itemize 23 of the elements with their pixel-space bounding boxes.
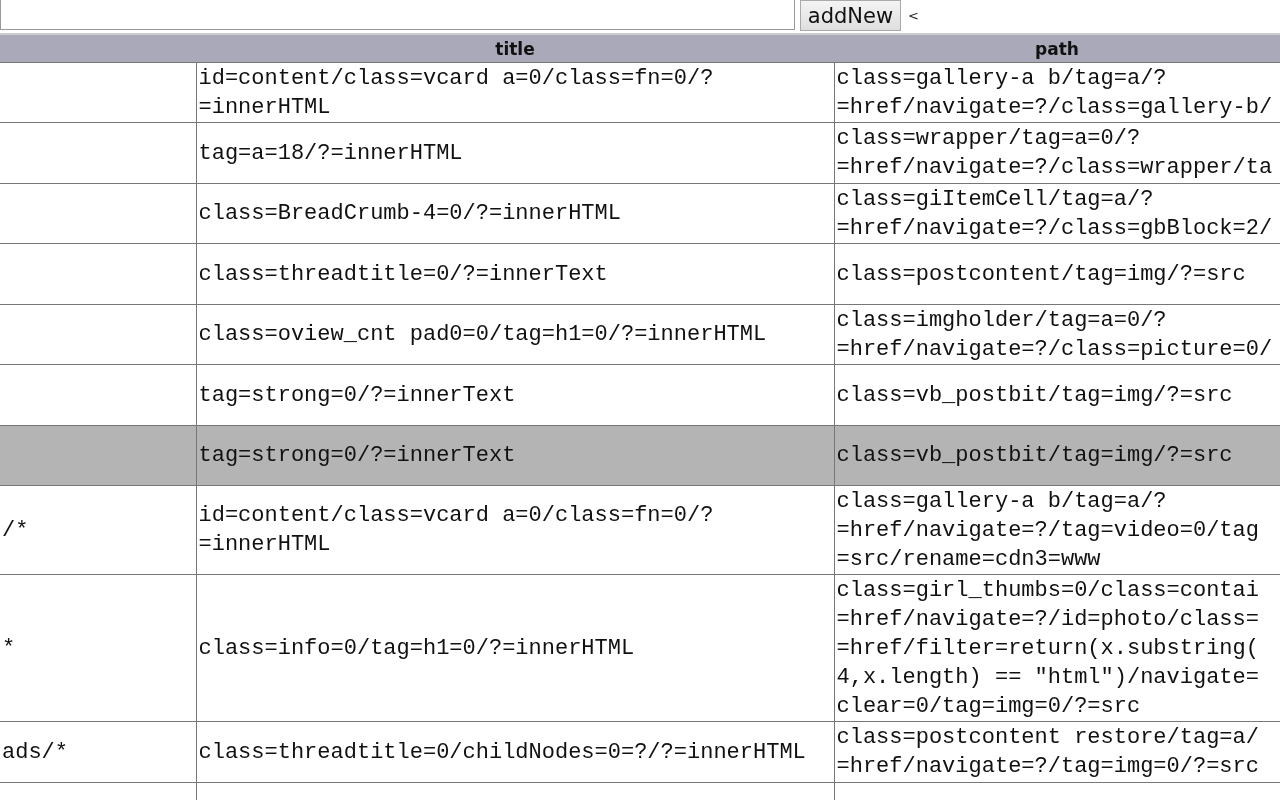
table-cell: ads/* xyxy=(0,721,196,783)
table-cell: * xyxy=(0,574,196,722)
table-cell: tag=a=18/?=innerHTML xyxy=(196,122,834,184)
table-cell: tag=strong=0/?=innerText xyxy=(196,425,834,486)
column-header: path xyxy=(834,34,1280,63)
table-cell: class=vb_postbit/tag=img/?=src xyxy=(834,425,1280,486)
table-cell: class=threadtitle=0/childNodes=0=?/?=innerHTML xyxy=(196,721,834,783)
table-cell: class=BreadCrumb-4=0/?=innerHTML xyxy=(196,183,834,244)
column-header: title xyxy=(196,34,834,63)
table-cell: id=content/class=vcard a=0/class=fn=0/? =innerHTML xyxy=(196,485,834,575)
table-cell: id=content/class=vcard a=0/class=fn=0/? =innerHTML xyxy=(196,62,834,123)
table-cell: class=info=0/tag=h1=0/?=innerHTML xyxy=(196,574,834,722)
table-cell: class=vb_postbit/tag=img/?=src xyxy=(834,364,1280,426)
table-cell: class=threadtitle=0/?=innerText xyxy=(196,243,834,305)
table-cell: class=postcontent restore/tag=a/ =href/navigate=?/tag=img=0/?=src xyxy=(834,721,1280,783)
add-new-button: addNew xyxy=(800,0,901,31)
table-cell: /* xyxy=(0,485,196,575)
table-cell: class=giItemCell/tag=a/? =href/navigate=?/class=gbBlock=2/ xyxy=(834,183,1280,244)
table-cell: class=postcontent/tag=img/?=src xyxy=(834,243,1280,305)
table-cell: class=imgholder/tag=a=0/? =href/navigate=?/class=picture=0/ xyxy=(834,304,1280,365)
table-cell: tag=strong=0/?=innerText xyxy=(196,364,834,426)
table-cell: class=oview_cnt pad0=0/tag=h1=0/?=innerHTML xyxy=(196,304,834,365)
collapse-toggle: < xyxy=(908,8,919,23)
